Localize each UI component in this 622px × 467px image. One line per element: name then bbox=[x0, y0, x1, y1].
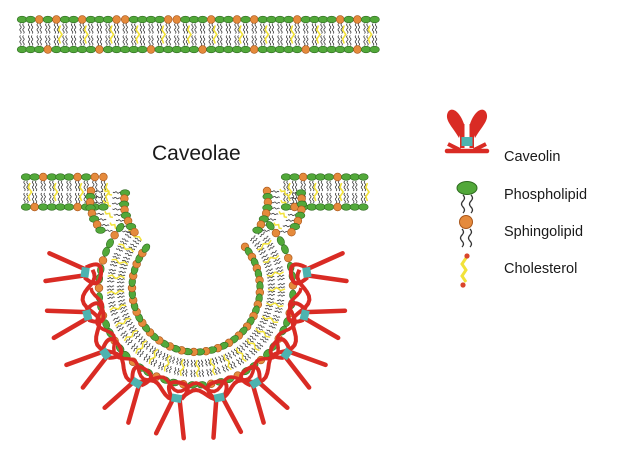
legend-label-cholesterol: Cholesterol bbox=[504, 261, 577, 277]
phospholipid-icon bbox=[456, 181, 478, 214]
caveolin-coat bbox=[43, 251, 349, 441]
caveola-heads bbox=[20, 172, 369, 389]
caveola-tails bbox=[23, 180, 366, 378]
caveola-cholesterol bbox=[27, 182, 370, 378]
flat-membrane-tails bbox=[19, 23, 378, 46]
flat-membrane-bilayer bbox=[16, 15, 380, 54]
cholesterol-icon bbox=[460, 253, 470, 288]
flat-membrane-heads bbox=[16, 15, 380, 54]
caveolin-icon bbox=[444, 109, 490, 154]
sphingolipid-icon bbox=[459, 215, 473, 248]
legend-label-sphingolipid: Sphingolipid bbox=[504, 224, 583, 240]
legend-label-caveolin: Caveolin bbox=[504, 149, 560, 165]
legend: Caveolin Phospholipid Sphingolipid Chole… bbox=[444, 109, 587, 288]
diagram-title: Caveolae bbox=[152, 142, 241, 165]
legend-label-phospholipid: Phospholipid bbox=[504, 187, 587, 203]
flat-membrane-cholesterol bbox=[57, 25, 373, 44]
caveola-bilayer bbox=[20, 172, 370, 389]
